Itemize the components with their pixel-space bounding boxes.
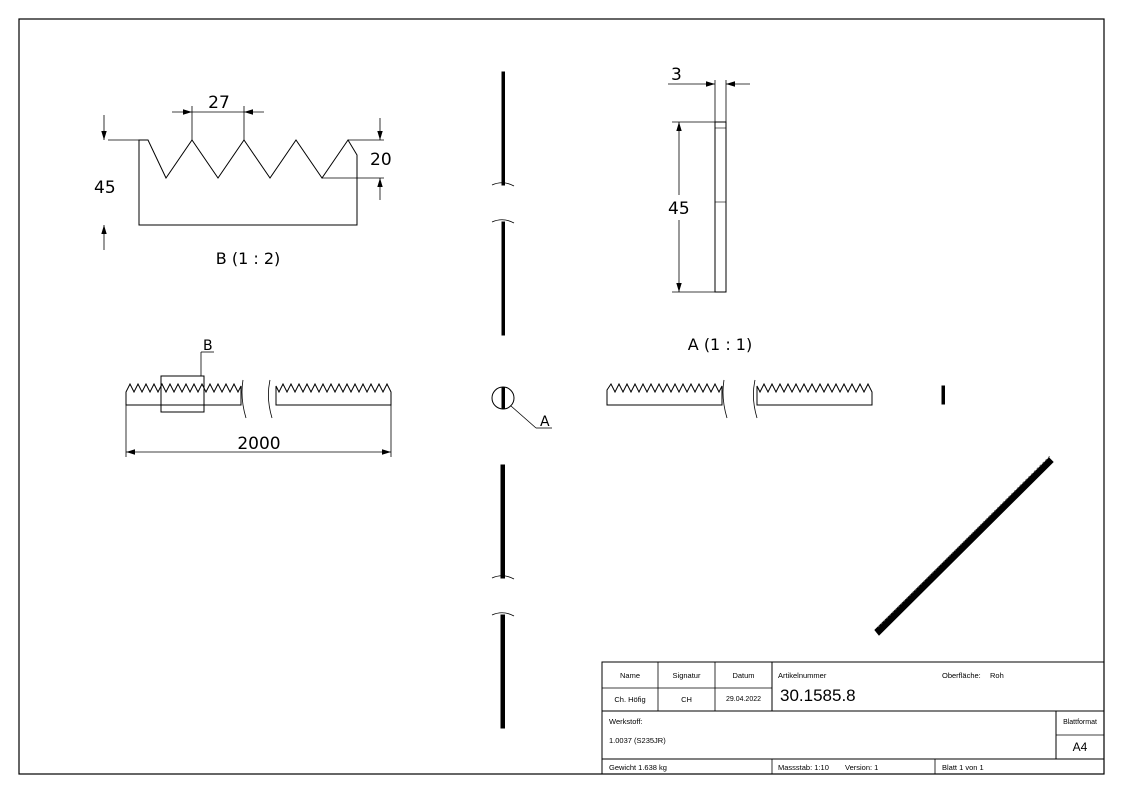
section-view-a bbox=[672, 80, 727, 293]
value-datum: 29.04.2022 bbox=[725, 696, 762, 703]
dim-pitch: 27 bbox=[172, 93, 264, 115]
right-front-view bbox=[606, 379, 945, 419]
value-oberflaeche: Roh bbox=[990, 671, 1004, 680]
value-blattformat: A4 bbox=[1072, 740, 1088, 754]
section-view-label: A (1 : 1) bbox=[688, 335, 752, 354]
value-artikelnummer: 30.1585.8 bbox=[780, 686, 856, 705]
detail-callout-b: B bbox=[203, 338, 213, 354]
sheet-border bbox=[18, 18, 1105, 775]
top-view bbox=[491, 71, 515, 336]
dim-length: 2000 bbox=[125, 405, 392, 457]
dim-height-section: 45 bbox=[668, 122, 690, 292]
dim-length-value: 2000 bbox=[237, 434, 280, 454]
front-view bbox=[125, 351, 392, 419]
werkstoff-label: Werkstoff: bbox=[609, 717, 643, 726]
dim-pitch-value: 27 bbox=[208, 93, 230, 113]
header-artikelnummer: Artikelnummer bbox=[778, 671, 827, 680]
isometric-view bbox=[874, 455, 1054, 636]
dim-thickness: 3 bbox=[668, 65, 750, 87]
dim-thickness-value: 3 bbox=[671, 65, 682, 85]
dim-height-detail-value: 45 bbox=[94, 178, 116, 198]
header-datum: Datum bbox=[732, 671, 755, 680]
bottom-view bbox=[491, 464, 515, 729]
header-blattformat: Blattformat bbox=[1063, 719, 1097, 726]
header-oberflaeche: Oberfläche: bbox=[942, 671, 981, 680]
version: Version: 1 bbox=[845, 763, 879, 772]
header-signatur: Signatur bbox=[672, 671, 701, 680]
dim-tooth-height-value: 20 bbox=[370, 150, 392, 170]
section-callout-a: A bbox=[540, 414, 550, 430]
section-callout-marker bbox=[491, 386, 552, 429]
dim-height-detail: 45 bbox=[94, 115, 116, 250]
detail-view-b bbox=[108, 106, 384, 226]
title-block-grid bbox=[601, 661, 1105, 775]
massstab: Massstab: 1:10 bbox=[778, 763, 829, 772]
value-name: Ch. Höfig bbox=[614, 695, 646, 704]
detail-view-label: B (1 : 2) bbox=[216, 249, 280, 268]
gewicht: Gewicht 1.638 kg bbox=[609, 763, 667, 772]
dim-tooth-height: 20 bbox=[370, 118, 392, 200]
header-name: Name bbox=[619, 671, 640, 680]
dim-height-section-value: 45 bbox=[668, 199, 690, 219]
value-signatur: CH bbox=[681, 695, 692, 704]
werkstoff-value: 1.0037 (S235JR) bbox=[609, 736, 666, 745]
blatt: Blatt 1 von 1 bbox=[942, 763, 984, 772]
